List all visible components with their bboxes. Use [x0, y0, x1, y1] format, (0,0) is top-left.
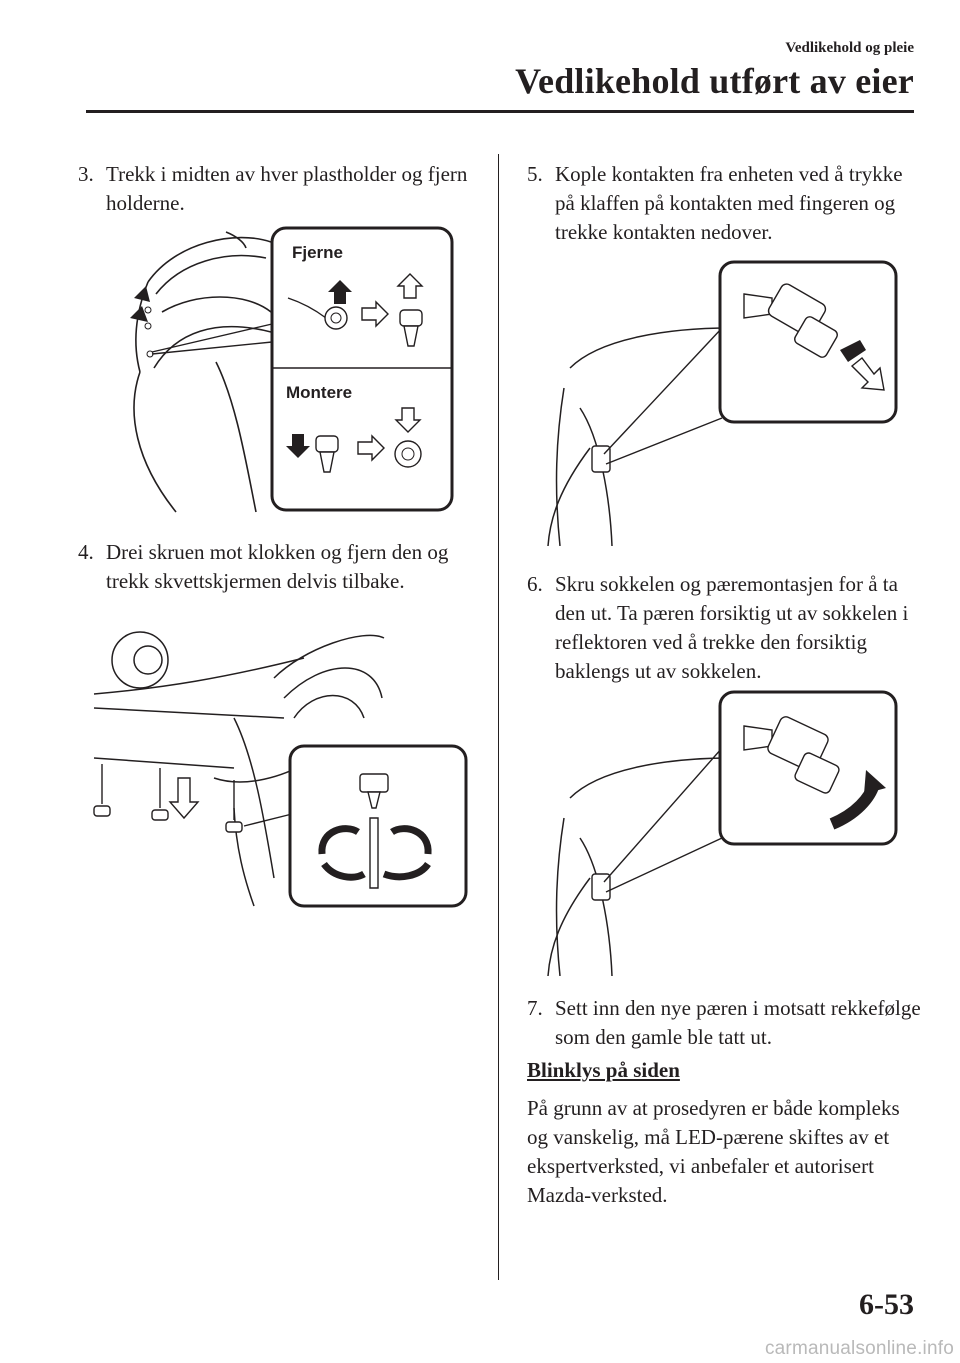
section-heading: Blinklys på siden — [527, 1058, 680, 1082]
step-3: 3. Trekk i midten av hver plastholder og… — [78, 160, 488, 218]
connector-figure — [547, 260, 898, 546]
screw-figure — [93, 631, 468, 908]
step-5: 5. Kople kontakten fra enheten ved å try… — [527, 160, 922, 247]
socket-figure — [547, 690, 898, 976]
step-text: Sett inn den nye pæren i motsatt rekkefø… — [555, 996, 921, 1049]
step-text: Kople kontakten fra enheten ved å trykke… — [555, 162, 903, 244]
step-6: 6. Skru sokkelen og pæremontasjen for å … — [527, 570, 922, 686]
step-text: Skru sokkelen og pæremontasjen for å ta … — [555, 572, 909, 683]
step-number: 3. — [78, 162, 94, 186]
footer-watermark: carmanualsonline.info — [764, 1338, 954, 1359]
step-number: 7. — [527, 996, 543, 1020]
section-label: Vedlikehold og pleie — [785, 40, 914, 56]
retainer-figure: Fjerne Montere — [104, 226, 454, 513]
section-paragraph: På grunn av at prosedyren er både komple… — [527, 1096, 900, 1207]
remove-label: Fjerne — [292, 243, 343, 262]
step-text: Trekk i midten av hver plastholder og fj… — [106, 162, 468, 215]
step-4: 4. Drei skruen mot klokken og fjern den … — [78, 538, 488, 596]
step-text: Drei skruen mot klokken og fjern den og … — [106, 540, 449, 593]
step-number: 5. — [527, 162, 543, 186]
page-number: 6-53 — [859, 1288, 914, 1321]
step-number: 6. — [527, 572, 543, 596]
page-title: Vedlikehold utført av eier — [515, 61, 914, 101]
step-7: 7. Sett inn den nye pæren i motsatt rekk… — [527, 994, 922, 1052]
step-number: 4. — [78, 540, 94, 564]
install-label: Montere — [286, 383, 352, 402]
header-rule — [86, 110, 914, 113]
column-divider — [498, 154, 499, 1280]
